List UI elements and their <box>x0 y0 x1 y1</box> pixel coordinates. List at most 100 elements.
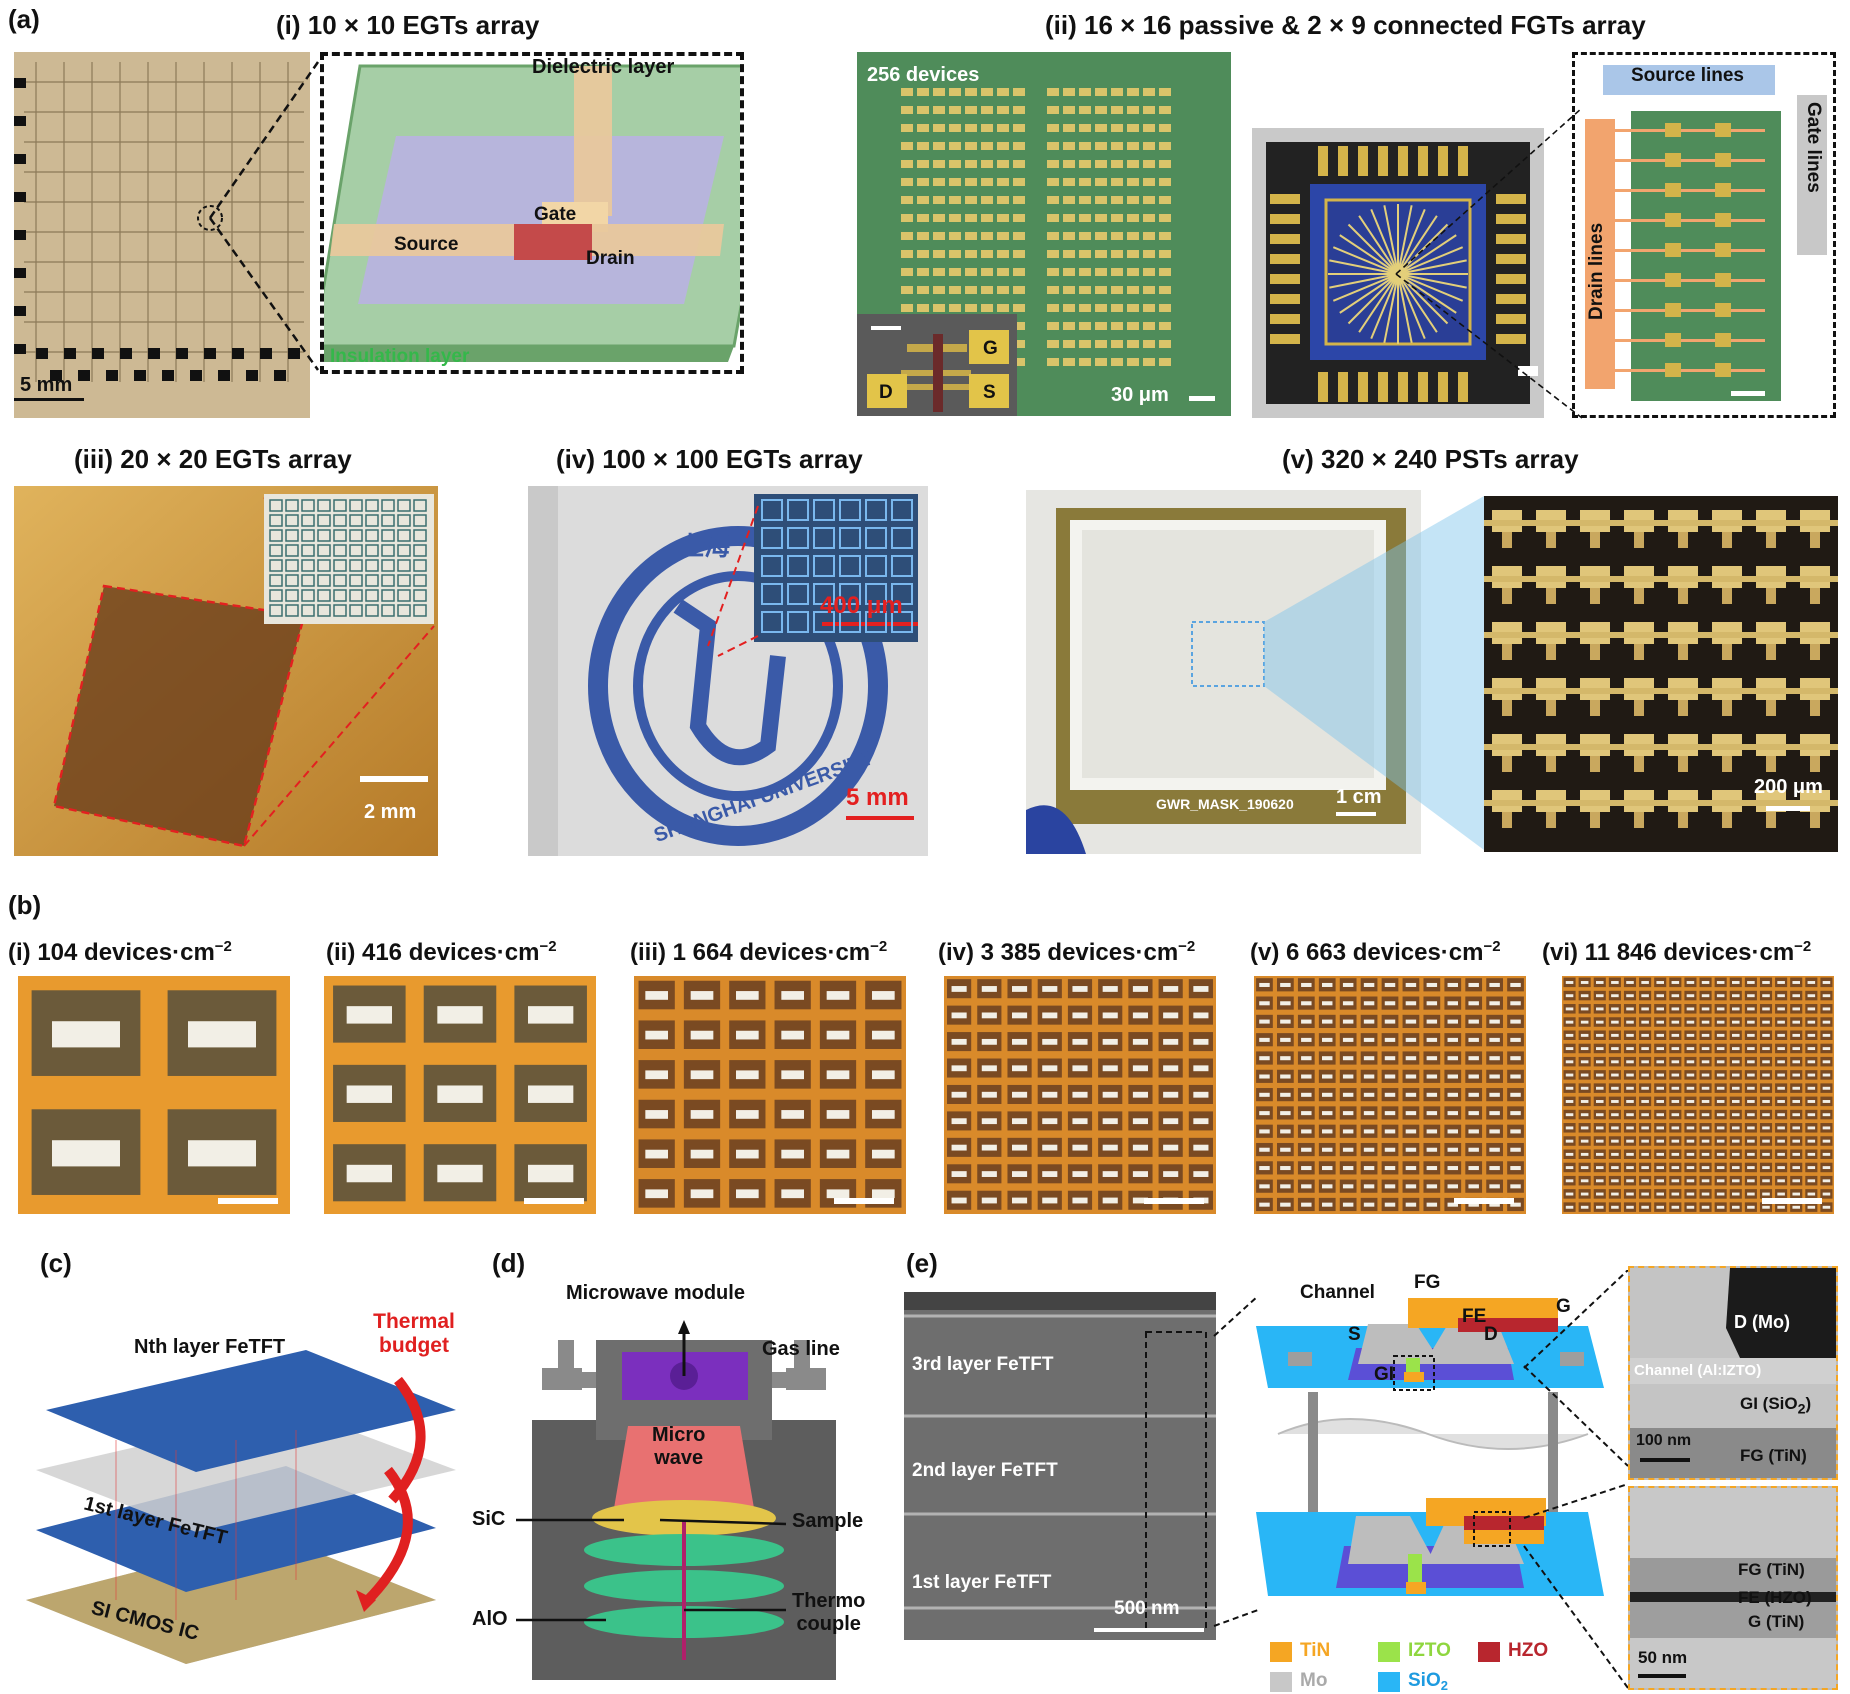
fgt-device <box>1095 358 1107 366</box>
device-channel <box>1102 1171 1118 1177</box>
d-label: D <box>1484 1324 1498 1345</box>
device-channel <box>1565 1060 1574 1064</box>
device-channel <box>1510 1037 1521 1042</box>
device-channel <box>1596 994 1604 998</box>
device-channel <box>1732 1139 1740 1143</box>
legend-label: SiO <box>1408 1670 1441 1691</box>
fgt-device <box>1127 142 1139 150</box>
device-channel <box>1701 1192 1710 1196</box>
device-channel <box>1510 1129 1521 1134</box>
device-channel <box>1656 1007 1664 1011</box>
device-channel <box>1671 994 1680 998</box>
fgt-device <box>1047 286 1059 294</box>
fgt-device <box>1143 142 1155 150</box>
bond-wire <box>1383 273 1399 343</box>
device-channel <box>1072 1012 1088 1019</box>
device-channel <box>1747 1007 1755 1011</box>
device-channel <box>1426 1092 1438 1097</box>
device-channel <box>1102 1038 1118 1045</box>
pst-stem <box>1590 644 1600 660</box>
device-channel <box>1792 1047 1800 1051</box>
device-channel <box>1102 1091 1118 1098</box>
device-channel <box>1384 1092 1396 1097</box>
fgt-device <box>1095 88 1107 96</box>
pst-stem <box>1722 532 1732 548</box>
device-channel <box>346 1006 392 1024</box>
device-channel <box>1777 1166 1785 1170</box>
fgt-device <box>901 88 913 96</box>
device-channel <box>1716 1139 1725 1143</box>
device-channel <box>1762 994 1770 998</box>
device-channel <box>1822 1126 1831 1130</box>
device-channel <box>1565 1139 1574 1143</box>
device-channel <box>1042 1144 1058 1151</box>
device-channel <box>1656 1060 1664 1064</box>
fgt-device <box>1159 88 1171 96</box>
device-channel <box>1732 1152 1740 1156</box>
density-micrograph <box>944 976 1216 1214</box>
egt-cell <box>301 529 315 542</box>
device-channel <box>1363 1111 1375 1116</box>
egt-cell <box>381 589 395 602</box>
chip-pin <box>1270 294 1300 304</box>
fgt-device <box>965 142 977 150</box>
device-channel <box>1686 1113 1695 1117</box>
device-channel <box>528 1085 574 1103</box>
fgt-device <box>1715 303 1731 317</box>
device-channel <box>1301 1074 1312 1079</box>
fgt-device <box>997 124 1009 132</box>
device-channel <box>1072 1171 1088 1177</box>
density-micrograph <box>18 976 290 1214</box>
pst-stem <box>1546 644 1556 660</box>
device-channel <box>1656 1192 1664 1196</box>
device-channel <box>645 1030 668 1040</box>
device-channel <box>1193 1144 1209 1151</box>
device-channel <box>1280 1074 1291 1079</box>
fgt-device <box>1665 273 1681 287</box>
device-channel <box>1384 1056 1396 1061</box>
legend-swatch <box>1270 1641 1292 1662</box>
egt-cell <box>397 529 411 542</box>
chip-pin <box>1458 372 1468 402</box>
fgt-device <box>1665 153 1681 167</box>
fgt-device <box>949 268 961 276</box>
device-channel <box>1102 986 1118 992</box>
drain-label: Drain <box>586 248 635 269</box>
fgt-device <box>1013 196 1025 204</box>
device-channel <box>1626 1139 1634 1143</box>
egt-cell <box>301 559 315 572</box>
device-channel <box>1363 1037 1375 1042</box>
device-channel <box>1777 1086 1785 1090</box>
device-channel <box>1701 1086 1710 1090</box>
fgt-device <box>1047 178 1059 186</box>
drain-line <box>1615 309 1765 312</box>
device-channel <box>1384 1074 1396 1079</box>
fgt-device <box>949 286 961 294</box>
device-channel <box>981 1038 997 1045</box>
device-channel <box>437 1085 483 1103</box>
pst-stem <box>1678 532 1688 548</box>
device-channel <box>1807 994 1816 998</box>
chip-pin <box>1358 372 1368 402</box>
device-channel <box>1447 1074 1458 1079</box>
device-channel <box>1732 1060 1740 1064</box>
device-channel <box>1489 1074 1500 1079</box>
device-channel <box>1163 1171 1179 1177</box>
pst-stem <box>1502 700 1512 716</box>
egt-20x20-drawing <box>14 486 438 856</box>
fgt-device <box>997 250 1009 258</box>
pst-stem <box>1590 588 1600 604</box>
device-channel <box>1762 1020 1770 1024</box>
device-channel <box>1747 1033 1755 1037</box>
fgt-device <box>1159 196 1171 204</box>
device-channel <box>1580 981 1589 984</box>
device-channel <box>981 1171 997 1177</box>
device-channel <box>1762 1047 1770 1051</box>
device-channel <box>872 991 895 1000</box>
device-channel <box>1807 1047 1816 1051</box>
fetft-stack-drawing <box>26 1350 456 1664</box>
fgt-device <box>1143 106 1155 114</box>
device-channel <box>1626 994 1634 998</box>
device-channel <box>645 1149 668 1159</box>
device-channel <box>1259 1184 1270 1189</box>
